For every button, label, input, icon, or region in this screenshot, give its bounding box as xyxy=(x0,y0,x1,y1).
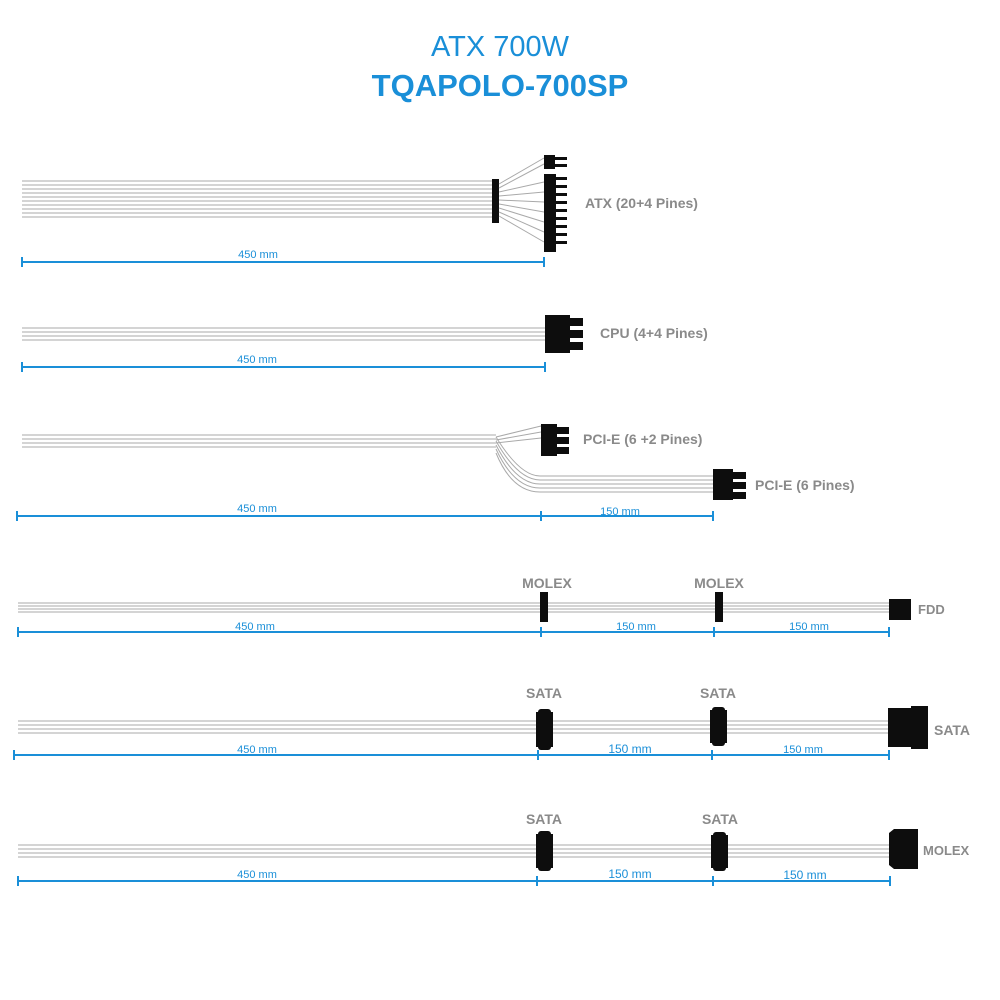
pcie-cable: PCI-E (6 +2 Pines) PCI-E (6 Pines) 450 m… xyxy=(16,424,855,521)
sata1-end-connector xyxy=(888,706,928,749)
cpu-dimension: 450 mm xyxy=(21,354,546,372)
psu-model-subtitle: ATX 700W xyxy=(430,31,570,63)
molex-connector-1 xyxy=(540,592,548,622)
fdd-label: FDD xyxy=(918,602,945,617)
sata2-wires xyxy=(18,844,889,858)
sata2-length-a: 450 mm xyxy=(237,869,277,881)
molex-fdd-length-a: 450 mm xyxy=(235,621,275,633)
pcie-length-a: 450 mm xyxy=(237,503,277,515)
molex-fdd-dimension: 450 mm 150 mm 150 mm xyxy=(17,621,890,637)
atx-label: ATX (20+4 Pines) xyxy=(585,195,698,211)
atx-wire-sleeve xyxy=(492,179,499,223)
atx-4pin-connector xyxy=(544,155,567,169)
molex-fdd-length-c: 150 mm xyxy=(789,621,829,633)
sata2-length-c: 150 mm xyxy=(783,868,826,882)
sata-cable-1: SATA SATA SATA 450 mm 150 mm 150 mm xyxy=(13,685,970,760)
molex-label-1: MOLEX xyxy=(522,575,572,591)
sata1-wires xyxy=(18,720,889,734)
sata2-label-2: SATA xyxy=(702,811,738,827)
pcie-branch-a-wires xyxy=(495,425,542,444)
atx-length: 450 mm xyxy=(238,249,278,261)
pcie-length-b: 150 mm xyxy=(600,506,640,518)
header: ATX 700W TQAPOLO-700SP xyxy=(0,28,1000,106)
sata2-molex-end-connector xyxy=(889,829,918,869)
molex-label-2: MOLEX xyxy=(694,575,744,591)
sata1-dimension: 450 mm 150 mm 150 mm xyxy=(13,742,890,760)
sata1-connector-1 xyxy=(536,709,553,750)
sata2-label-1: SATA xyxy=(526,811,562,827)
sata2-length-b: 150 mm xyxy=(608,867,651,881)
molex-fdd-cable: MOLEX MOLEX FDD 450 mm 150 mm 150 mm xyxy=(17,575,945,637)
molex-fdd-length-b: 150 mm xyxy=(616,621,656,633)
sata2-dimension: 450 mm 150 mm 150 mm xyxy=(17,867,891,886)
sata2-end-label: MOLEX xyxy=(923,843,970,858)
pcie-dimension: 450 mm 150 mm xyxy=(16,503,714,521)
atx-fan-wires xyxy=(498,157,545,243)
sata1-length-b: 150 mm xyxy=(608,742,651,756)
pcie-6pin-connector xyxy=(713,469,746,500)
cpu-length: 450 mm xyxy=(237,354,277,366)
molex-fdd-wires xyxy=(18,602,889,613)
pcie-6pin-label: PCI-E (6 Pines) xyxy=(755,477,855,493)
sata2-connector-2 xyxy=(711,832,728,871)
pcie-6plus2-label: PCI-E (6 +2 Pines) xyxy=(583,431,702,447)
sata1-length-c: 150 mm xyxy=(783,744,823,756)
sata1-connector-2 xyxy=(710,707,727,746)
cpu-wires xyxy=(22,327,545,341)
sata1-label-2: SATA xyxy=(700,685,736,701)
cpu-cable: CPU (4+4 Pines) 450 mm xyxy=(21,315,708,372)
sata1-end-label: SATA xyxy=(934,722,970,738)
sata1-length-a: 450 mm xyxy=(237,744,277,756)
atx-wires xyxy=(22,180,492,218)
sata2-connector-1 xyxy=(536,831,553,871)
fdd-connector xyxy=(889,599,911,620)
cpu-label: CPU (4+4 Pines) xyxy=(600,325,708,341)
atx-cable: ATX (20+4 Pines) 450 mm xyxy=(21,155,698,267)
pcie-6plus2-connector xyxy=(541,424,569,456)
pcie-branch-b-wires xyxy=(495,436,713,493)
pcie-main-wires xyxy=(22,434,496,448)
psu-model-title: TQAPOLO-700SP xyxy=(371,68,629,103)
atx-20pin-connector xyxy=(544,174,567,252)
cpu-connector xyxy=(545,315,583,353)
sata-cable-2: SATA SATA MOLEX 450 mm 150 mm 150 mm xyxy=(17,811,970,886)
molex-connector-2 xyxy=(715,592,723,622)
atx-dimension: 450 mm xyxy=(21,249,545,267)
sata1-label-1: SATA xyxy=(526,685,562,701)
